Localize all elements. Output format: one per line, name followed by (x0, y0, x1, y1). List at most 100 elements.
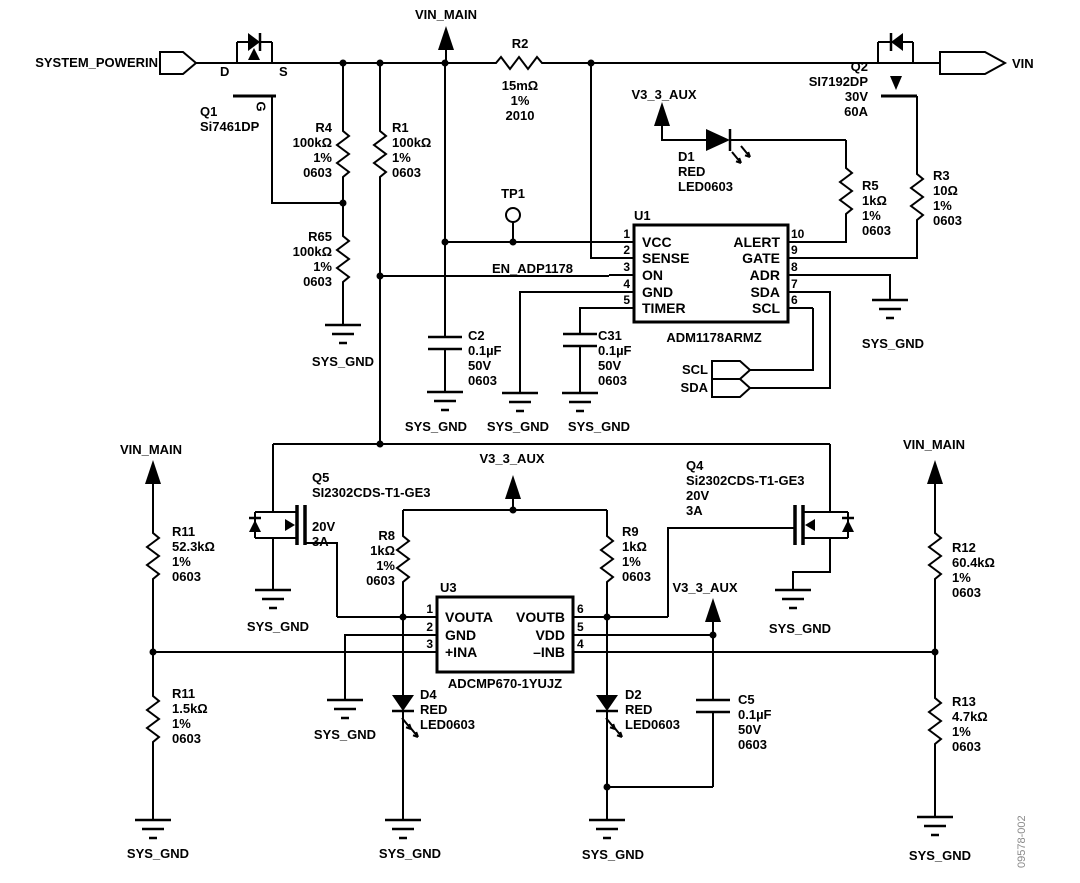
u1-pin-num-1: 1 (623, 227, 630, 241)
c2-capacitor-symbol (428, 335, 462, 351)
sys-gnd-label-right: SYS_GND (908, 848, 972, 863)
scl-connector-flag (711, 360, 752, 380)
vin-main-right-arrow (927, 460, 943, 484)
q2-mosfet-symbol (877, 33, 917, 98)
sys-gnd-label-u3gnd: SYS_GND (313, 727, 377, 742)
u1-part-label: ADM1178ARMZ (666, 330, 762, 345)
v3-3-aux-mid-arrow (505, 475, 521, 499)
u1-pin-num-3: 3 (623, 260, 630, 274)
vin-main-left-label: VIN_MAIN (119, 442, 183, 457)
r12-resistor-symbol (928, 526, 942, 588)
connector-flags (159, 51, 1008, 398)
q4-mosfet-symbol (793, 505, 854, 545)
v3-3-aux-c5-arrow (705, 598, 721, 622)
vin-main-right-label: VIN_MAIN (902, 437, 966, 452)
sys-gnd-label-adr: SYS_GND (861, 336, 925, 351)
u1-pin-num-2: 2 (623, 243, 630, 257)
u1-pin-num-4: 4 (623, 277, 630, 291)
sys-gnd-label-c31: SYS_GND (567, 419, 631, 434)
r9-resistor-symbol (600, 529, 614, 591)
u1-pin-num-6: 6 (791, 293, 798, 307)
u1-pin-alert: ALERT (733, 234, 780, 250)
sys-gnd-label-u1gnd: SYS_GND (486, 419, 550, 434)
sda-connector-flag (711, 378, 752, 398)
vin-main-top-arrow (438, 26, 454, 50)
q1-gate-label: G (253, 101, 269, 112)
u1-pin-gnd: GND (642, 284, 674, 300)
u1-pin-sense: SENSE (642, 250, 690, 266)
u3-pin-num-3: 3 (426, 637, 433, 651)
v3-3-aux-mid-label: V3_3_AUX (479, 451, 545, 466)
u3-pin-inb: –INB (533, 644, 565, 660)
u1-pin-num-10: 10 (791, 227, 805, 241)
sda-label: SDA (680, 380, 708, 395)
q1-drain-label: D (220, 64, 230, 79)
q1-mosfet-symbol (233, 33, 276, 98)
u1-pin-num-8: 8 (791, 260, 798, 274)
r11-bottom-resistor-symbol (146, 689, 160, 751)
power-net-arrows (145, 26, 943, 622)
junction-dots (149, 59, 939, 791)
u1-pin-timer: TIMER (642, 300, 686, 316)
r13-resistor-symbol (928, 691, 942, 753)
r2-ref-label: R2 (511, 36, 529, 51)
r8-resistor-symbol (396, 529, 410, 591)
u1-pin-on: ON (642, 267, 663, 283)
q1-source-label: S (279, 64, 288, 79)
sys-gnd-label-left: SYS_GND (126, 846, 190, 861)
scl-label: SCL (682, 362, 708, 377)
sys-gnd-label-q4: SYS_GND (768, 621, 832, 636)
u1-pin-scl: SCL (752, 300, 780, 316)
d4-led-symbol (392, 695, 419, 738)
u3-pin-vdd: VDD (535, 627, 565, 643)
u1-pin-adr: ADR (749, 267, 780, 283)
u1-pin-sda: SDA (750, 284, 780, 300)
r4-resistor-symbol (336, 124, 350, 186)
d1-led-symbol (706, 129, 751, 164)
capacitor-symbols (428, 332, 730, 714)
u3-pin-num-6: 6 (577, 602, 584, 616)
d2-led-symbol (596, 695, 623, 738)
vin-label: VIN (1012, 56, 1034, 71)
u3-part-label: ADCMP670-1YUJZ (447, 676, 563, 691)
r65-resistor-symbol (336, 229, 350, 291)
sys-gnd-label-d4: SYS_GND (378, 846, 442, 861)
vin-main-top-label: VIN_MAIN (414, 7, 478, 22)
r2-resistor-symbol (489, 56, 551, 70)
c31-capacitor-symbol (563, 332, 597, 348)
u3-pin-vouta: VOUTA (445, 609, 493, 625)
u3-pin-gnd: GND (445, 627, 477, 643)
sys-gnd-label-r65: SYS_GND (311, 354, 375, 369)
u3-pin-ina: +INA (445, 644, 478, 660)
v3-3-aux-top-arrow (654, 102, 670, 126)
wire-segments (152, 50, 940, 820)
sys-gnd-label-q5: SYS_GND (246, 619, 310, 634)
en-adp1178-net-label: EN_ADP1178 (492, 261, 573, 276)
figure-number-watermark: 09578-002 (1016, 815, 1028, 868)
u1-pin-vcc: VCC (642, 234, 672, 250)
r3-resistor-symbol (910, 167, 924, 229)
